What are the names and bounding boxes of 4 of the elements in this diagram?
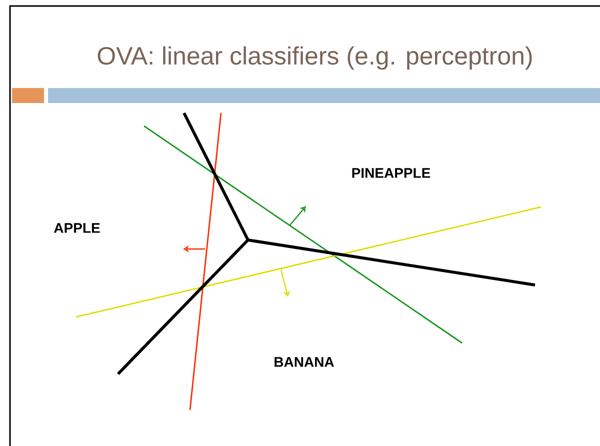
slide-title: OVA: linear classifiers (e.g. perceptron): [98, 46, 532, 70]
region-label: APPLE: [54, 223, 100, 233]
region-label: BANANA: [274, 357, 334, 367]
region-label: PINEAPPLE: [352, 168, 430, 178]
